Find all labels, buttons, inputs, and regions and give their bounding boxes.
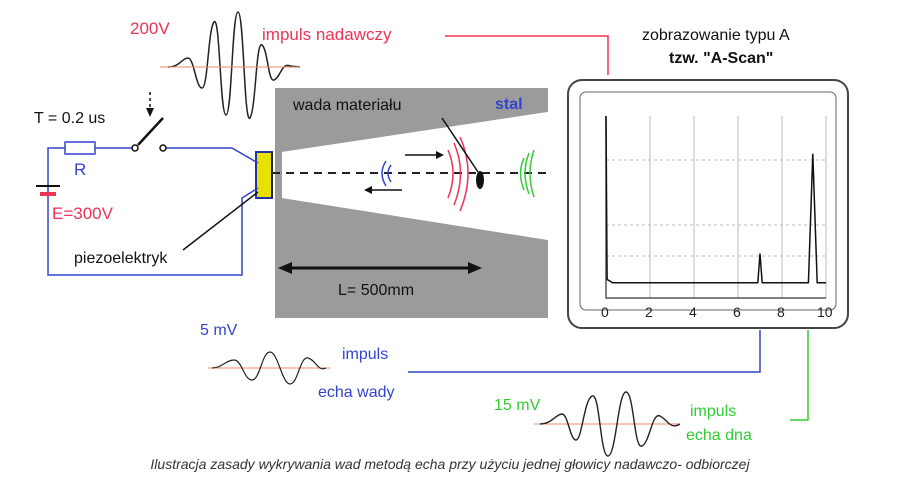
x-tick-2: 2 [645, 304, 653, 320]
defect-echo-wavefronts [381, 160, 392, 187]
a-scan-trace [605, 115, 826, 284]
back-echo-leader [790, 330, 809, 421]
piezo-pointer [182, 191, 259, 251]
back-echo-wavefronts [519, 149, 535, 198]
ultrasonic-beam [282, 112, 548, 240]
back-echo-label-line2: echa dna [686, 427, 752, 444]
x-tick-6: 6 [733, 304, 741, 320]
defect-pointer [441, 117, 479, 173]
display-subtitle: tzw. "A-Scan" [669, 50, 774, 67]
resistor [64, 141, 96, 155]
piezo-label: piezoelektryk [74, 250, 168, 267]
resistor-label: R [74, 160, 87, 179]
defect-echo-voltage-label: 5 mV [200, 322, 238, 339]
switch [137, 117, 164, 146]
period-label: T = 0.2 us [34, 110, 106, 127]
defect-echo-wave [211, 351, 327, 385]
x-tick-0: 0 [601, 304, 609, 320]
display-title: zobrazowanie typu A [642, 27, 790, 44]
supply-voltage-label: E=300V [52, 204, 113, 223]
defect-label: wada materiału [293, 97, 402, 114]
battery [36, 185, 60, 196]
transmit-pulse-wave [167, 11, 301, 119]
x-tick-10: 10 [817, 304, 833, 320]
defect-echo-leader [408, 330, 761, 373]
transmit-leader [445, 35, 609, 75]
transmit-pulse-label: impuls nadawczy [262, 25, 392, 44]
defect-echo-label-line2: echa wady [318, 384, 395, 401]
x-tick-4: 4 [689, 304, 697, 320]
display-grid [606, 116, 827, 298]
steel-label: stal [495, 96, 523, 113]
material-defect [476, 171, 484, 189]
figure-caption: Ilustracja zasady wykrywania wad metodą … [150, 456, 750, 472]
back-echo-voltage-label: 15 mV [494, 397, 541, 414]
display-screen [579, 91, 837, 311]
piezo-transducer [255, 151, 273, 199]
circuit [47, 147, 259, 276]
x-tick-8: 8 [777, 304, 785, 320]
length-label: L= 500mm [338, 282, 415, 299]
transmit-voltage-label: 200V [130, 19, 170, 38]
steel-block [275, 88, 548, 318]
back-echo-wave [539, 391, 681, 457]
back-echo-label-line1: impuls [690, 403, 737, 420]
transmit-wavefronts [447, 136, 469, 212]
defect-echo-label-line1: impuls [342, 346, 389, 363]
